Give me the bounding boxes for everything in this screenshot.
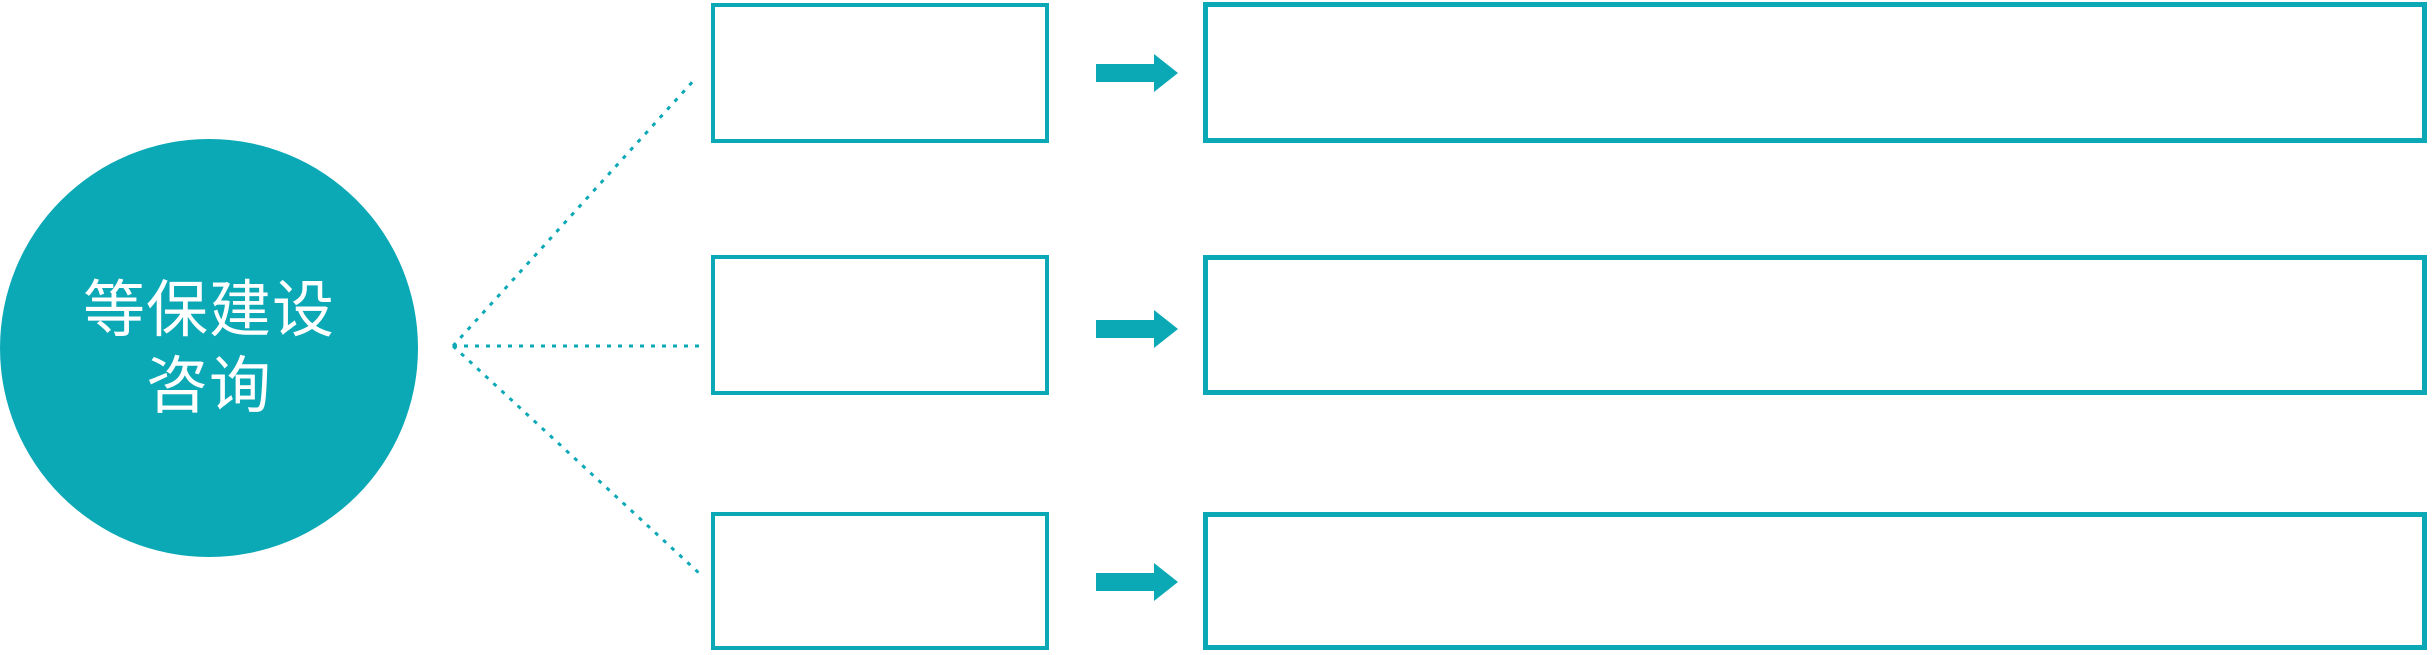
small-box-row1 <box>711 3 1049 143</box>
small-box-row2 <box>711 255 1049 395</box>
large-box-row3 <box>1203 512 2427 650</box>
dotted-connector-top <box>451 77 697 348</box>
right-arrow-icon <box>1096 563 1178 601</box>
small-box-row3 <box>711 512 1049 650</box>
central-circle-node: 等保建设 咨询 <box>0 139 418 557</box>
large-box-row1 <box>1203 2 2427 143</box>
right-arrow-icon <box>1096 310 1178 348</box>
dotted-connector-bottom <box>451 344 702 576</box>
circle-label-line2: 咨询 <box>145 349 272 422</box>
circle-label-line1: 等保建设 <box>82 273 335 347</box>
right-arrow-icon <box>1096 54 1178 92</box>
large-box-row2 <box>1203 255 2427 395</box>
